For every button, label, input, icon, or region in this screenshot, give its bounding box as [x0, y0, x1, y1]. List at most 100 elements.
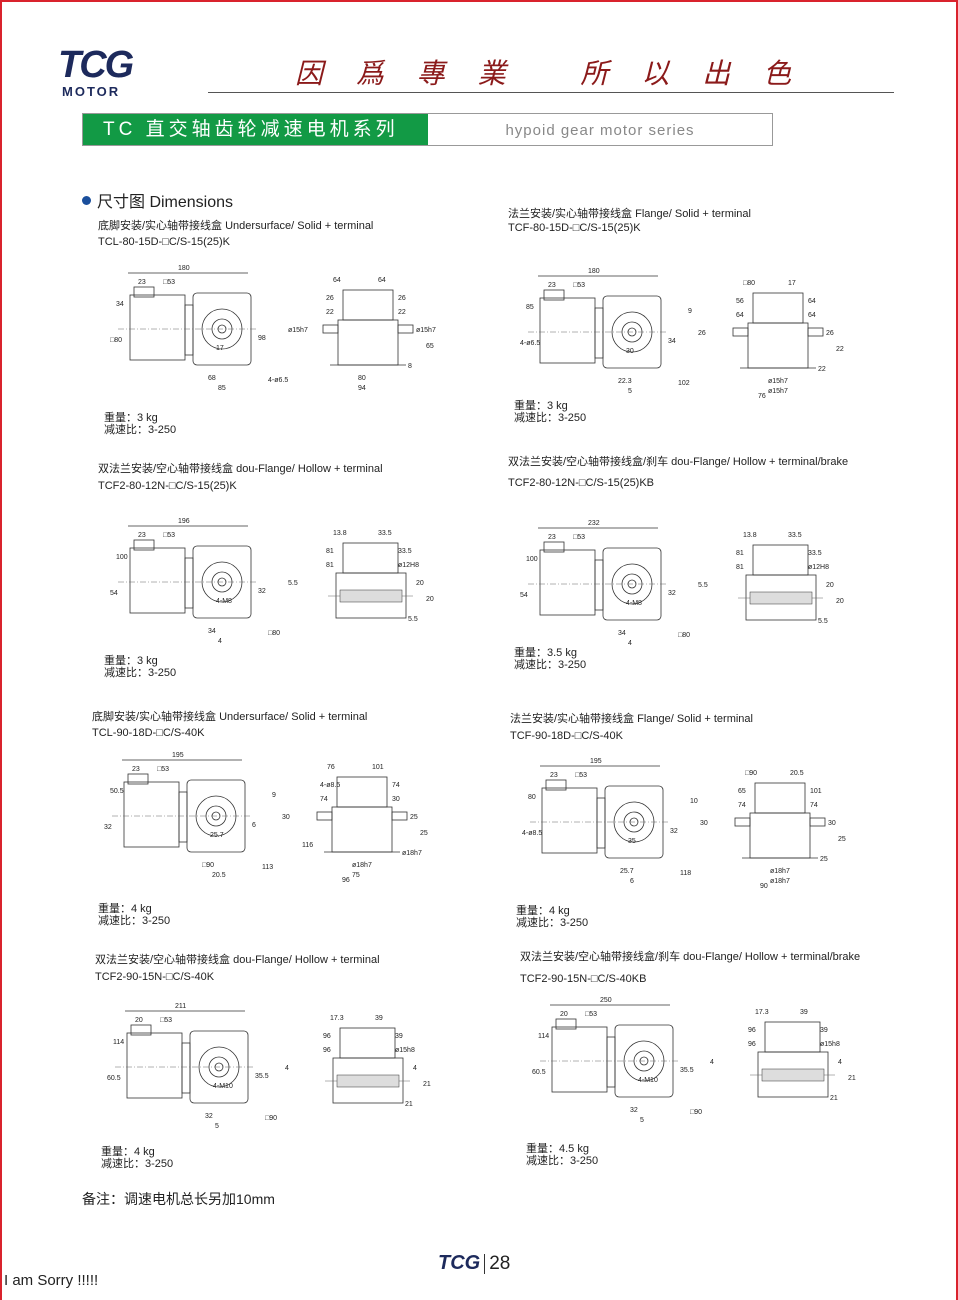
series-banner: TC 直交轴齿轮减速电机系列 hypoid gear motor series — [82, 113, 773, 146]
dimension-label: 74 — [320, 796, 328, 803]
dimension-label: 102 — [678, 380, 690, 387]
slogan: 因 爲 專 業 所 以 出 色 — [295, 57, 804, 90]
dimension-label: ø15h7 — [288, 327, 308, 334]
dimension-label: 100 — [116, 554, 128, 561]
drawing-lines — [118, 272, 414, 366]
model-code: TCF2-80-12N-□C/S-15(25)KB — [508, 477, 655, 489]
bullet-icon — [82, 195, 91, 205]
dimension-label: 25 — [410, 814, 418, 821]
dimension-label: □53 — [163, 532, 176, 539]
dimension-label: 56 — [736, 298, 744, 305]
dimension-label: 22 — [326, 309, 334, 316]
dimension-label: 74 — [738, 802, 746, 809]
dimension-label: ø15h7 — [768, 378, 788, 385]
dimension-label: 34 — [618, 630, 626, 637]
dimension-label: 6 — [630, 878, 634, 885]
dimension-label: 64 — [808, 298, 816, 305]
ratio-label: 减速比：3-250 — [101, 1158, 174, 1170]
dimension-label: 75 — [352, 872, 360, 879]
dimension-label: □53 — [160, 1017, 173, 1024]
dimension-label: □53 — [573, 534, 586, 541]
dimension-label: 232 — [588, 520, 600, 527]
dimension-label: 5.5 — [818, 618, 828, 625]
dimension-label: 101 — [372, 764, 384, 771]
drawing-lines — [118, 525, 413, 619]
dimension-label: 23 — [548, 534, 556, 541]
panel-title: 双法兰安装/空心轴带接线盒/刹车 dou-Flange/ Hollow + te… — [520, 951, 861, 963]
panel-title: 底脚安装/实心轴带接线盒 Undersurface/ Solid + termi… — [98, 220, 374, 232]
weight-label: 重量：4 kg — [516, 905, 570, 917]
dimension-label: 20 — [135, 1017, 143, 1024]
dimension-label: 60.5 — [532, 1069, 546, 1076]
dimension-label: 4 — [413, 1065, 417, 1072]
dimension-label: □53 — [573, 282, 586, 289]
dimension-label: 196 — [178, 518, 190, 525]
dimension-label: 30 — [626, 348, 634, 355]
model-code: TCL-90-18D-□C/S-40K — [92, 727, 205, 739]
dimension-label: 4-ø6.5 — [520, 340, 541, 347]
dimension-label: 26 — [398, 295, 406, 302]
page-number: 28 — [489, 1252, 511, 1274]
dimension-label: 25 — [820, 856, 828, 863]
dimension-label: 39 — [800, 1009, 808, 1016]
dimension-label: 35 — [628, 838, 636, 845]
dimension-label: ø15h7 — [768, 388, 788, 395]
dimension-label: 4 — [218, 638, 222, 645]
banner-en: hypoid gear motor series — [505, 122, 695, 139]
weight-label: 重量：4.5 kg — [526, 1143, 589, 1155]
ratio-label: 减速比：3-250 — [104, 667, 177, 679]
dimension-label: 26 — [698, 330, 706, 337]
ratio-label: 减速比：3-250 — [516, 917, 589, 929]
dimension-label: ø18h7 — [770, 878, 790, 885]
ratio-label: 减速比：3-250 — [514, 659, 587, 671]
dimension-label: 195 — [590, 758, 602, 765]
note: 备注：调速电机总长另加10mm — [82, 1191, 275, 1207]
dimension-label: 5.5 — [698, 582, 708, 589]
dimension-label: 98 — [258, 335, 266, 342]
dimension-label: □80 — [110, 337, 123, 344]
weight-label: 重量：3.5 kg — [514, 647, 577, 659]
dimension-label: 26 — [326, 295, 334, 302]
dimension-label: 22 — [818, 366, 826, 373]
drawing-lines — [528, 527, 823, 621]
dimension-label: 25 — [420, 830, 428, 837]
dimension-label: 23 — [548, 282, 556, 289]
dimension-label: □53 — [575, 772, 588, 779]
dimension-label: 34 — [668, 338, 676, 345]
dimension-label: 20 — [416, 580, 424, 587]
banner-cn: TC 直交轴齿轮减速电机系列 — [83, 114, 428, 145]
dimension-label: 33.5 — [378, 530, 392, 537]
dimension-label: 39 — [375, 1015, 383, 1022]
ratio-label: 减速比：3-250 — [98, 915, 171, 927]
model-code: TCF2-90-15N-□C/S-40K — [95, 971, 215, 983]
dimension-label: 4 — [710, 1059, 714, 1066]
dimension-label: 8 — [408, 363, 412, 370]
dimension-label: 4 — [285, 1065, 289, 1072]
model-code: TCL-80-15D-□C/S-15(25)K — [98, 236, 230, 248]
dimension-label: 22.3 — [618, 378, 632, 385]
dimension-label: 30 — [282, 814, 290, 821]
dimension-label: 23 — [138, 532, 146, 539]
dimension-label: 96 — [748, 1041, 756, 1048]
dimension-label: 80 — [358, 375, 366, 382]
weight-label: 重量：3 kg — [514, 400, 568, 412]
dimension-label: 20 — [836, 598, 844, 605]
dimension-label: 65 — [426, 343, 434, 350]
dimension-label: 96 — [323, 1033, 331, 1040]
dimension-label: 80 — [528, 794, 536, 801]
dimension-label: ø12H8 — [808, 564, 830, 571]
dimension-label: 4-M8 — [626, 600, 642, 607]
dimension-label: □53 — [585, 1011, 598, 1018]
dimension-label: 114 — [113, 1039, 125, 1046]
dimension-label: 22 — [836, 346, 844, 353]
model-code: TCF2-90-15N-□C/S-40KB — [520, 973, 647, 985]
dimension-label: 64 — [378, 277, 386, 284]
dimension-label: ø18h7 — [402, 850, 422, 857]
dimension-label: ø18h7 — [352, 862, 372, 869]
dimension-label: 195 — [172, 752, 184, 759]
